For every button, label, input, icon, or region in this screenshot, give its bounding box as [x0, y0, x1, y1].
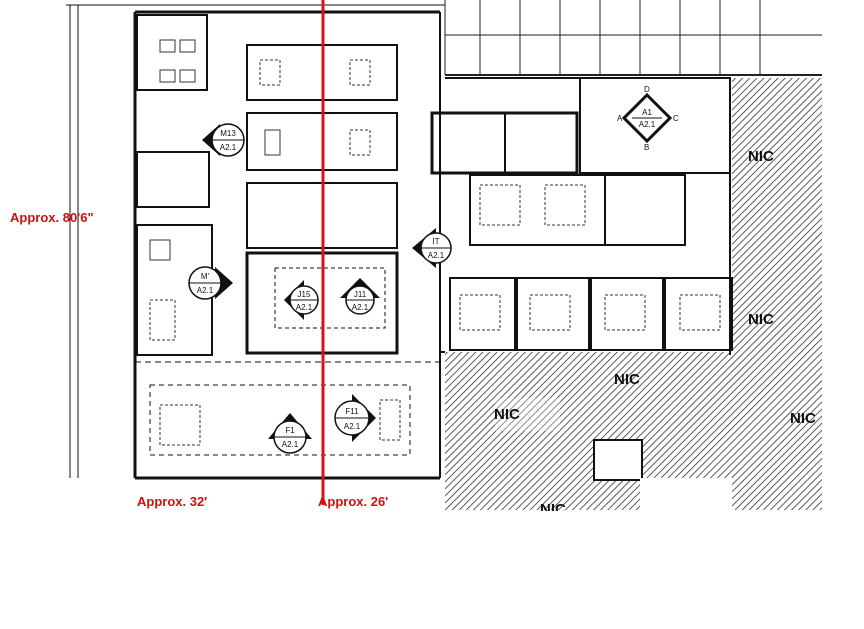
upper-grid [444, 0, 822, 76]
marker-f1: F1 A2.1 [268, 413, 312, 454]
marker-sheet: A2.1 [639, 120, 656, 129]
marker-sheet: A2.1 [197, 286, 214, 295]
marker-m: M' A2.1 [188, 266, 233, 300]
nic-label: NIC [790, 410, 816, 427]
walls [66, 4, 733, 480]
marker-label: F11 [345, 407, 359, 416]
marker-sheet: A2.1 [296, 303, 313, 312]
nic-label: NIC [748, 148, 774, 165]
nic-hatched-areas [445, 78, 822, 513]
nic-label: NIC [494, 406, 520, 423]
marker-j15: J15 A2.1 [284, 280, 319, 320]
marker-label: A1 [642, 108, 652, 117]
marker-label: M13 [220, 129, 236, 138]
marker-a1: A1 A2.1 A B C D [617, 85, 679, 152]
marker-label: J11 [354, 290, 367, 299]
marker-label: M' [201, 272, 210, 281]
marker-sheet: A2.1 [282, 440, 299, 449]
elevation-letter-b: B [644, 143, 649, 152]
nic-label: NIC [748, 311, 774, 328]
marker-sheet: A2.1 [220, 143, 237, 152]
marker-f11: F11 A2.1 [334, 394, 376, 442]
furniture [149, 39, 721, 446]
marker-label: IT [432, 237, 439, 246]
marker-label: F1 [285, 426, 295, 435]
elevation-letter-a: A [617, 114, 623, 123]
right-width-dimension-label: Approx. 26' [318, 494, 389, 509]
marker-sheet: A2.1 [344, 422, 361, 431]
marker-j11: J11 A2.1 [340, 278, 380, 315]
marker-sheet: A2.1 [428, 251, 445, 260]
marker-label: J15 [298, 290, 311, 299]
marker-m13: M13 A2.1 [202, 123, 245, 157]
nic-label: NIC [614, 371, 640, 388]
elevation-letter-c: C [673, 114, 679, 123]
marker-sheet: A2.1 [352, 303, 369, 312]
elevation-letter-d: D [644, 85, 650, 94]
marker-it: IT A2.1 [412, 228, 452, 268]
left-width-dimension-label: Approx. 32' [137, 494, 208, 509]
height-dimension-label: Approx. 80'6" [10, 210, 94, 225]
